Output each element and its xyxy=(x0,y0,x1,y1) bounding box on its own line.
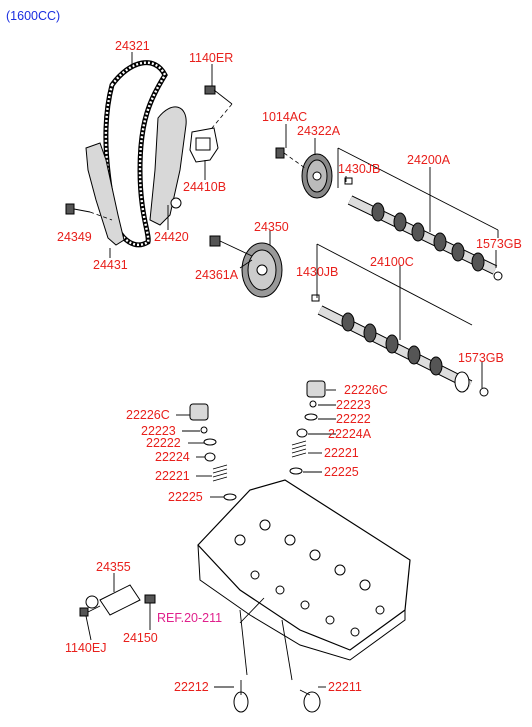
label-24355: 24355 xyxy=(96,560,131,574)
plug-lower xyxy=(311,294,320,302)
bolt-24361a xyxy=(209,235,253,257)
filter-24150 xyxy=(144,594,156,625)
label-1430jb-upper: 1430JB xyxy=(338,162,381,176)
leader-lines xyxy=(85,52,499,688)
chain-guide-left xyxy=(85,142,125,246)
label-22226c-right: 22226C xyxy=(344,383,388,397)
label-1573gb-lower: 1573GB xyxy=(458,351,504,365)
camshaft-intake xyxy=(347,195,503,281)
exhaust-valve xyxy=(281,619,321,713)
label-22225-right: 22225 xyxy=(324,465,359,479)
label-24410b: 24410B xyxy=(183,180,227,194)
label-24321: 24321 xyxy=(115,39,150,53)
cylinder-head xyxy=(197,479,411,661)
bolt-1140er xyxy=(204,85,233,129)
label-22222-left: 22222 xyxy=(146,436,181,450)
label-22224a: 22224A xyxy=(328,427,372,441)
label-22221-left: 22221 xyxy=(155,469,190,483)
label-22223-right: 22223 xyxy=(336,398,371,412)
label-22221-right: 22221 xyxy=(324,446,359,460)
oil-control-valve xyxy=(85,584,141,616)
chain-tensioner xyxy=(189,127,219,163)
label-24431: 24431 xyxy=(93,258,128,272)
label-22225-left: 22225 xyxy=(168,490,203,504)
label-1140ej: 1140EJ xyxy=(65,641,107,655)
label-22223-left: 22223 xyxy=(141,424,176,438)
label-1140er: 1140ER xyxy=(189,51,234,65)
label-24361a: 24361A xyxy=(195,268,239,282)
label-24200a: 24200A xyxy=(407,153,451,167)
bolt-1014ac xyxy=(275,147,306,169)
valve-stack-right xyxy=(289,380,326,475)
intake-valve xyxy=(233,609,249,713)
label-reference: REF.20-211 xyxy=(157,611,223,625)
label-24100c: 24100C xyxy=(370,255,414,269)
label-1430jb-lower: 1430JB xyxy=(296,265,339,279)
label-22222-right: 22222 xyxy=(336,412,371,426)
engine-variant-heading: (1600CC) xyxy=(6,9,61,23)
label-24322a: 24322A xyxy=(297,124,341,138)
label-1573gb-upper: 1573GB xyxy=(476,237,522,251)
label-22224: 22224 xyxy=(155,450,190,464)
label-24150: 24150 xyxy=(123,631,158,645)
label-24350: 24350 xyxy=(254,220,289,234)
label-22212: 22212 xyxy=(174,680,209,694)
cam-sprocket xyxy=(301,153,333,199)
bolt-24349 xyxy=(65,203,113,221)
label-24420: 24420 xyxy=(154,230,189,244)
bolt-1140ej xyxy=(79,605,101,617)
label-1014ac: 1014AC xyxy=(262,110,308,124)
label-24349: 24349 xyxy=(57,230,92,244)
valve-stack-left xyxy=(189,403,237,501)
camshaft-exhaust xyxy=(317,305,489,397)
label-22226c-left: 22226C xyxy=(126,408,170,422)
plug-upper xyxy=(344,177,353,185)
label-22211: 22211 xyxy=(328,680,362,694)
tensioner-arm xyxy=(149,106,187,226)
cvvt-assembly xyxy=(241,242,283,298)
